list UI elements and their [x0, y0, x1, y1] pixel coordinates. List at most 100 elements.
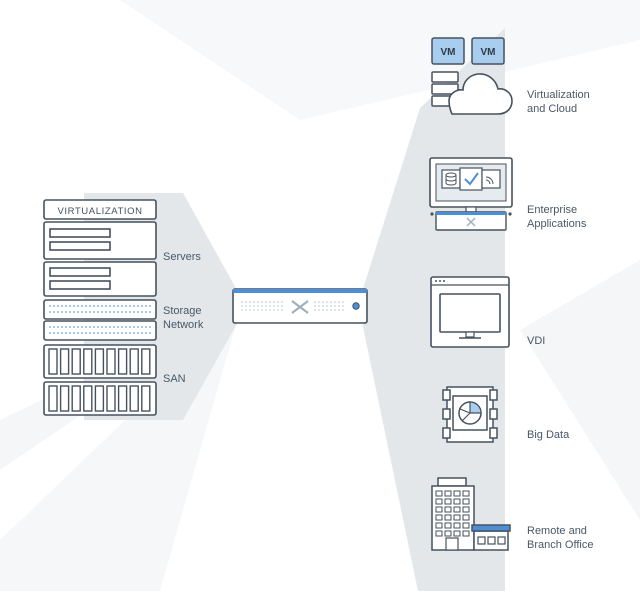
port-dot [93, 326, 95, 328]
drive-bay [117, 385, 128, 412]
vent-dot [245, 301, 247, 303]
tower-window [462, 506, 470, 513]
port-dot [149, 326, 151, 328]
vdi-icon [430, 276, 510, 348]
port-dot [133, 326, 135, 328]
port-dot [133, 311, 135, 313]
vent-dot [314, 301, 316, 303]
port-dot [109, 305, 111, 307]
port-dot [53, 305, 55, 307]
vent-dot [265, 305, 267, 307]
port-dot [125, 311, 127, 313]
port-dot [113, 305, 115, 307]
port-dot [77, 332, 79, 334]
drive-bay [83, 385, 93, 412]
port-dot [105, 311, 107, 313]
port-dot [141, 332, 143, 334]
drive-bay [141, 385, 151, 412]
vent-dot [326, 305, 328, 307]
vm-badge-2-text: VM [481, 47, 496, 58]
port-dot [133, 332, 135, 334]
tower-windows [435, 490, 470, 537]
nutanix-appliance [232, 288, 368, 324]
tower-window [444, 506, 452, 513]
port-dot [101, 311, 103, 313]
port-dot [73, 305, 75, 307]
port-dot [77, 311, 79, 313]
port-dot [97, 332, 99, 334]
pie-slice-lines [459, 408, 471, 422]
port-dot [81, 311, 83, 313]
port-dot [61, 311, 63, 313]
port-dot [117, 332, 119, 334]
port-dot [113, 311, 115, 313]
vent-dot [249, 305, 251, 307]
vent-dot [334, 309, 336, 311]
drive-bay [94, 348, 105, 375]
port-dot [97, 326, 99, 328]
port-dot [149, 311, 151, 313]
port-dot [109, 326, 111, 328]
drive-bay [117, 348, 128, 375]
vent-dot [277, 305, 279, 307]
database-body [445, 175, 457, 186]
drive-bay [141, 348, 151, 375]
tower-window [453, 490, 461, 497]
window-dot [435, 280, 437, 282]
tower-roof [437, 477, 467, 487]
port-dot [69, 332, 71, 334]
port-dot [137, 311, 139, 313]
drive-bay [106, 385, 116, 412]
vent-dot [338, 301, 340, 303]
vent-dot [261, 301, 263, 303]
port-dot [61, 332, 63, 334]
drive-bay [48, 385, 58, 412]
port-dot [113, 326, 115, 328]
port-dot [129, 311, 131, 313]
port-dot [145, 326, 147, 328]
label-big-data: Big Data [527, 429, 570, 441]
drive-bay [59, 348, 70, 375]
vent-dot [249, 301, 251, 303]
port-dot [133, 305, 135, 307]
rack-bracket [489, 427, 498, 439]
label-storage-network: Storage Network [163, 305, 204, 331]
port-dot [89, 305, 91, 307]
vm-badge-2 [471, 37, 505, 65]
rack-bracket [489, 408, 498, 420]
enterprise-applications-icon [429, 157, 513, 231]
port-dot [137, 305, 139, 307]
drive-bay [59, 385, 70, 412]
port-dot [65, 332, 67, 334]
port-dot [69, 305, 71, 307]
port-dot [105, 326, 107, 328]
vent-dot [330, 309, 332, 311]
port-dot [81, 326, 83, 328]
vent-dot [273, 309, 275, 311]
vent-dot [281, 301, 283, 303]
mini-appliance-led [430, 212, 434, 216]
port-dot [93, 332, 95, 334]
port-dot [105, 332, 107, 334]
port-dot [81, 332, 83, 334]
vent-dot [277, 301, 279, 303]
tower-window [435, 514, 443, 521]
port-dot [149, 332, 151, 334]
virtualization-cloud-icon: VM VM [431, 37, 513, 115]
window-dot [443, 280, 445, 282]
appliance-x-logo [291, 300, 309, 314]
tower-window [435, 506, 443, 513]
vent-dot [257, 301, 259, 303]
storage-network-unit-2 [43, 320, 157, 341]
pie-slice-blue [469, 401, 482, 414]
port-dot [73, 332, 75, 334]
port-dot [57, 332, 59, 334]
vent-dot [338, 309, 340, 311]
port-dot [85, 305, 87, 307]
vent-dot [322, 309, 324, 311]
vent-dot [277, 309, 279, 311]
label-remote-branch-office: Remote and Branch Office [527, 525, 594, 551]
san-drive-bays [48, 348, 151, 412]
server-drive-slot [49, 241, 111, 251]
